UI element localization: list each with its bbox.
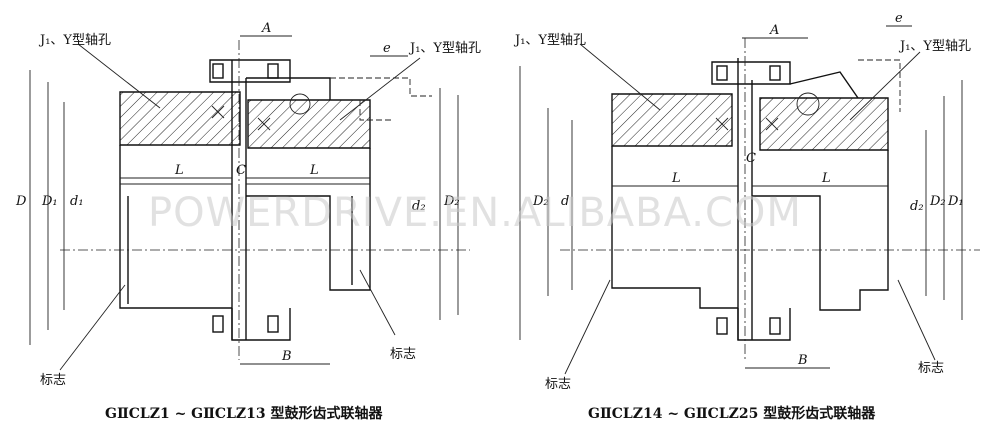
right-bore-label-b: J₁、Y型轴孔 — [898, 39, 971, 54]
left-dim-L-right: L — [309, 163, 319, 178]
right-dim-D2-left: D₂ — [532, 194, 549, 209]
left-dim-C: C — [236, 163, 246, 178]
left-mark-label-b: 标志 — [390, 347, 416, 362]
left-caption: GⅡCLZ1 ~ GⅡCLZ13 型鼓形齿式联轴器 — [105, 405, 383, 422]
left-dim-D: D — [15, 194, 27, 209]
left-hub-section — [119, 91, 241, 146]
right-bore-label-a: J₁、Y型轴孔 — [513, 33, 586, 48]
right-dim-d: d — [561, 194, 569, 209]
watermark: POWERDRIVE.EN.ALIBABA.COM — [148, 190, 802, 236]
left-bore-label-b: J₁、Y型轴孔 — [408, 41, 481, 56]
right-dim-L-right: L — [821, 171, 831, 186]
left-dim-e: e — [383, 41, 391, 56]
right-dim-C: C — [746, 151, 756, 166]
left-dim-L-left: L — [174, 163, 184, 178]
left-dim-B: B — [281, 349, 292, 364]
right-caption: GⅡCLZ14 ~ GⅡCLZ25 型鼓形齿式联轴器 — [588, 405, 876, 422]
right-left-hub-section — [611, 93, 733, 147]
right-dim-d2: d₂ — [910, 199, 924, 214]
right-mark-label-a: 标志 — [545, 377, 571, 392]
right-dim-B: B — [797, 353, 808, 368]
right-dim-D2: D₂ — [929, 194, 946, 209]
left-dim-d2: d₂ — [412, 199, 426, 214]
left-bore-label-a: J₁、Y型轴孔 — [38, 33, 111, 48]
right-dim-e: e — [895, 11, 903, 26]
right-dim-D1: D₁ — [947, 194, 964, 209]
left-coupling-drawing: J₁、Y型轴孔 J₁、Y型轴孔 A e L C L D D₁ d₁ d₂ D₂ … — [15, 21, 481, 422]
right-dim-L-left: L — [671, 171, 681, 186]
left-dim-D2: D₂ — [443, 194, 460, 209]
left-mark-label-a: 标志 — [40, 373, 66, 388]
right-right-hub-section — [759, 97, 889, 151]
left-dim-A: A — [261, 21, 271, 36]
right-mark-label-b: 标志 — [918, 361, 944, 376]
right-dim-A: A — [769, 23, 779, 38]
right-coupling-drawing: J₁、Y型轴孔 J₁、Y型轴孔 A e C L L D₂ d d₂ D₂ D₁ … — [513, 11, 980, 422]
left-dim-d1: d₁ — [70, 194, 84, 209]
left-dim-D1: D₁ — [41, 194, 58, 209]
